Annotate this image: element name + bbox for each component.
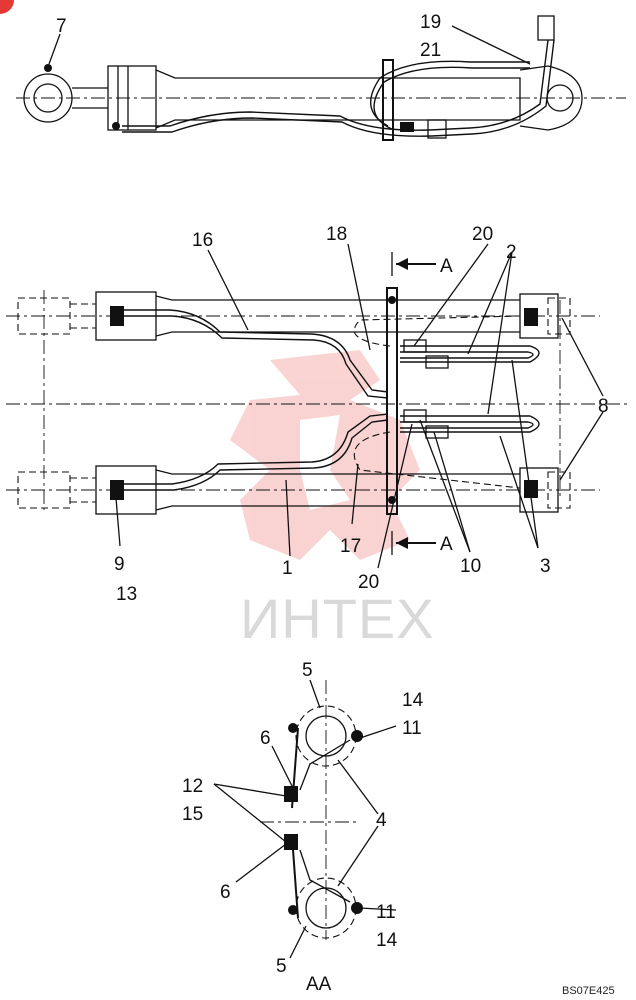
lower-port-fitting xyxy=(110,480,124,500)
hose-3-lower-inner xyxy=(400,421,534,429)
lower-head-eye xyxy=(547,471,571,509)
section-label-bottom: A xyxy=(440,534,453,555)
callout-10: 10 xyxy=(460,556,481,577)
callout-labels: 7 19 21 16 18 20 2 A 8 9 13 1 17 A 20 10… xyxy=(56,12,615,997)
hose-2-upper xyxy=(400,345,540,363)
tube-1 xyxy=(124,413,389,485)
top-side-view xyxy=(16,15,626,141)
upper-head-fitting xyxy=(524,308,538,326)
fitting-point xyxy=(112,122,120,130)
tube-16 xyxy=(124,309,389,393)
callout-14-top: 14 xyxy=(402,690,424,711)
clamp-bolt-11-bottom xyxy=(351,902,363,914)
callout-14-bottom: 14 xyxy=(376,930,398,951)
lower-barrel xyxy=(155,469,520,511)
callout-5-top: 5 xyxy=(302,660,313,681)
upper-port-fitting xyxy=(110,306,124,326)
callout-11-top: 11 xyxy=(402,718,422,739)
rod-eye-left xyxy=(23,73,73,123)
tube-1-inner xyxy=(124,419,389,491)
barrel xyxy=(155,69,521,129)
callout-6-top: 6 xyxy=(260,728,271,749)
bolt-12-top xyxy=(284,786,298,802)
upper-head-eye xyxy=(547,297,571,335)
callout-6-bottom: 6 xyxy=(220,882,231,903)
hose-upper-path xyxy=(122,39,549,131)
gland xyxy=(107,65,157,131)
clamp-bolt-11-top xyxy=(351,730,363,742)
lower-rod-eye-outline xyxy=(17,471,71,509)
callout-8: 8 xyxy=(598,396,609,417)
tube-16-inner xyxy=(124,315,389,399)
section-aa-view xyxy=(260,680,363,940)
callout-19: 19 xyxy=(420,12,441,33)
hose-end-fitting xyxy=(537,15,555,41)
callout-11-bottom: 11 xyxy=(376,902,396,923)
watermark-text: ИНТЕХ xyxy=(240,587,435,650)
hose-loop-top xyxy=(370,60,530,127)
drawing-code: BS07E425 xyxy=(562,985,615,997)
hose-loop-top-inner xyxy=(373,66,530,131)
hose-18-return xyxy=(353,315,521,347)
callout-20-bottom: 20 xyxy=(358,572,379,593)
callout-15: 15 xyxy=(182,804,203,825)
plan-view xyxy=(6,252,630,555)
lower-head-fitting xyxy=(524,480,538,498)
bracket-plate xyxy=(291,727,299,919)
fitting-top-2 xyxy=(425,355,449,369)
callout-20-top: 20 xyxy=(472,224,493,245)
hose-fitting-dark xyxy=(400,122,414,132)
bottom-tube xyxy=(305,887,347,929)
callout-9: 9 xyxy=(114,554,125,575)
hose-17-return xyxy=(353,431,521,489)
callout-12: 12 xyxy=(182,776,203,797)
callout-1: 1 xyxy=(282,558,293,579)
cylinder-head xyxy=(519,65,583,131)
lower-rod xyxy=(70,477,96,503)
callout-7: 7 xyxy=(56,16,67,37)
fitting-20-top xyxy=(403,339,427,353)
bracket-bolt xyxy=(388,296,396,304)
callout-21: 21 xyxy=(420,40,441,61)
upper-rod xyxy=(70,303,96,329)
callout-2: 2 xyxy=(506,242,517,263)
clamp-bolt-11-bottom-left xyxy=(288,905,298,915)
hose-3-lower xyxy=(400,415,540,433)
fitting-10 xyxy=(403,409,427,423)
hose-lower-path xyxy=(122,39,555,137)
grease-fitting-7 xyxy=(44,64,52,72)
upper-rod-eye-outline xyxy=(17,297,71,335)
clamp-bolt-11-top-left xyxy=(288,723,298,733)
hose-clamp-bracket xyxy=(382,59,394,141)
section-label-top: A xyxy=(440,256,453,277)
watermark-logo xyxy=(230,350,420,560)
hose-fitting xyxy=(427,119,447,139)
fitting-20-bottom xyxy=(425,425,449,439)
leader-lines xyxy=(48,25,604,959)
upper-barrel xyxy=(155,295,520,337)
callout-3: 3 xyxy=(540,556,551,577)
section-view-label: AA xyxy=(306,974,332,995)
callout-13: 13 xyxy=(116,584,137,605)
callout-4: 4 xyxy=(376,810,387,831)
bolt-12-bottom xyxy=(284,834,298,850)
center-clamp-bracket xyxy=(386,287,398,515)
section-arrowhead-bottom xyxy=(396,537,408,549)
clamp-arms xyxy=(299,739,351,903)
corner-mark xyxy=(0,0,14,14)
lower-head xyxy=(519,467,559,513)
top-tube xyxy=(305,715,347,757)
section-arrowhead-top xyxy=(396,258,408,270)
hose-2-upper-inner xyxy=(400,351,534,359)
callout-17: 17 xyxy=(340,536,361,557)
callout-16: 16 xyxy=(192,230,213,251)
callout-18: 18 xyxy=(326,224,347,245)
callout-5-bottom: 5 xyxy=(276,956,287,977)
rod-eye-left-bore xyxy=(33,83,63,113)
